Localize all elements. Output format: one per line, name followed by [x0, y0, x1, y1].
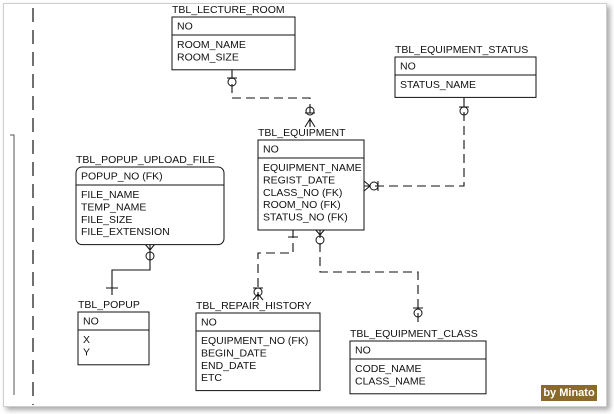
rel-popup-file: [111, 243, 151, 295]
attribute-field: STATUS_NO (FK): [263, 212, 348, 224]
primary-key-field: POPUP_NO (FK): [81, 171, 163, 183]
attribute-field: ROOM_NO (FK): [263, 199, 341, 211]
attribute-field: FILE_EXTENSION: [81, 226, 170, 238]
primary-key-field: NO: [355, 345, 371, 357]
entity-tables: TBL_LECTURE_ROOMNOROOM_NAMEROOM_SIZETBL_…: [75, 4, 537, 395]
table-title: TBL_EQUIPMENT_STATUS: [395, 44, 528, 56]
table-popup: TBL_POPUP NO XY: [77, 299, 150, 366]
table-title: TBL_LECTURE_ROOM: [172, 4, 285, 16]
attribute-field: Y: [83, 346, 90, 358]
rel-room-equipment: [231, 70, 311, 127]
table-box: [75, 166, 225, 246]
table-box: [257, 139, 365, 231]
table-box: [171, 16, 296, 71]
attribute-field: TEMP_NAME: [81, 201, 146, 213]
many-marker: [252, 287, 264, 301]
left-bracket: [10, 134, 15, 395]
table-title: TBL_EQUIPMENT_CLASS: [350, 328, 478, 340]
attribute-field: EQUIPMENT_NAME: [263, 162, 362, 174]
attribute-field: BEGIN_DATE: [201, 347, 267, 359]
attribute-field: CLASS_NO (FK): [263, 187, 342, 199]
table-repair-history: TBL_REPAIR_HISTORY NO EQUIPMENT_NO (FK)BEG…: [195, 300, 321, 392]
primary-key-field: NO: [400, 61, 416, 73]
primary-key-field: NO: [177, 21, 193, 33]
one-marker: [459, 106, 469, 116]
attribute-field: CLASS_NAME: [355, 375, 426, 387]
attribute-field: CODE_NAME: [355, 363, 422, 375]
attribute-field: REGIST_DATE: [263, 174, 335, 186]
attribute-field: EQUIPMENT_NO (FK): [201, 335, 308, 347]
many-marker: [314, 228, 326, 245]
primary-key-field: NO: [263, 144, 279, 156]
attribute-field: ETC: [201, 372, 222, 384]
one-marker: [227, 77, 237, 87]
attribute-field: FILE_NAME: [81, 189, 139, 201]
attribute-field: FILE_SIZE: [81, 214, 132, 226]
table-title: TBL_EQUIPMENT: [258, 127, 346, 139]
relationships: [106, 70, 469, 322]
rel-status-equipment: [366, 98, 465, 187]
attribute-field: END_DATE: [201, 360, 256, 372]
attribute-field: STATUS_NAME: [400, 79, 476, 91]
table-popup-upload-file: TBL_POPUP_UPLOAD_FILE POPUP_NO (FK) FILE_N…: [75, 154, 225, 246]
table-box: [349, 340, 487, 395]
table-title: TBL_POPUP: [78, 299, 140, 311]
table-title: TBL_REPAIR_HISTORY: [196, 300, 312, 312]
watermark-badge: by Minato: [541, 385, 597, 401]
rel-class-equipment: [319, 229, 419, 322]
table-equipment: TBL_EQUIPMENT NO EQUIPMENT_NAMEREGIST_DATE…: [257, 127, 365, 231]
one-marker: [413, 307, 423, 318]
attribute-field: X: [83, 334, 90, 346]
attribute-field: ROOM_SIZE: [177, 51, 239, 63]
many-marker: [304, 106, 316, 128]
attribute-field: ROOM_NAME: [177, 39, 246, 51]
table-title: TBL_POPUP_UPLOAD_FILE: [76, 154, 215, 166]
primary-key-field: NO: [201, 317, 217, 329]
rel-equipment-repair: [257, 229, 294, 300]
many-marker: [363, 180, 379, 192]
primary-key-field: NO: [83, 316, 99, 328]
table-equipment-status: TBL_EQUIPMENT_STATUS NO STATUS_NAME: [394, 44, 537, 98]
many-marker: [144, 243, 156, 261]
table-box: [195, 312, 321, 392]
table-box: [77, 311, 150, 366]
table-box: [394, 56, 537, 98]
